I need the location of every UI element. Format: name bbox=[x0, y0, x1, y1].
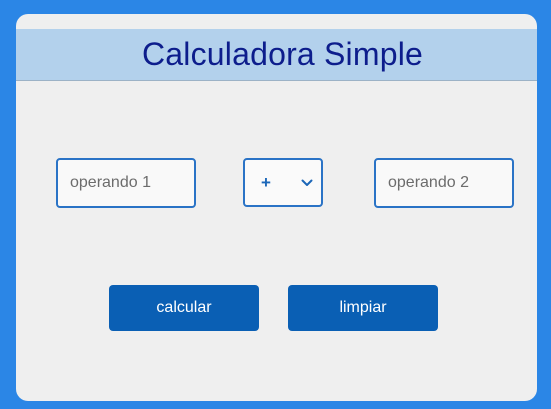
calculate-button[interactable]: calcular bbox=[109, 285, 259, 331]
calculator-card: Calculadora Simple + calcular limpiar bbox=[16, 14, 537, 401]
operator-select[interactable]: + bbox=[243, 158, 323, 207]
page-title: Calculadora Simple bbox=[141, 36, 424, 72]
operand-2-input[interactable] bbox=[374, 158, 514, 208]
operand-1-input[interactable] bbox=[56, 158, 196, 208]
clear-button[interactable]: limpiar bbox=[288, 285, 438, 331]
chevron-down-icon bbox=[301, 179, 313, 186]
header-bar: Calculadora Simple bbox=[16, 29, 537, 81]
operator-selected-value: + bbox=[261, 172, 271, 192]
